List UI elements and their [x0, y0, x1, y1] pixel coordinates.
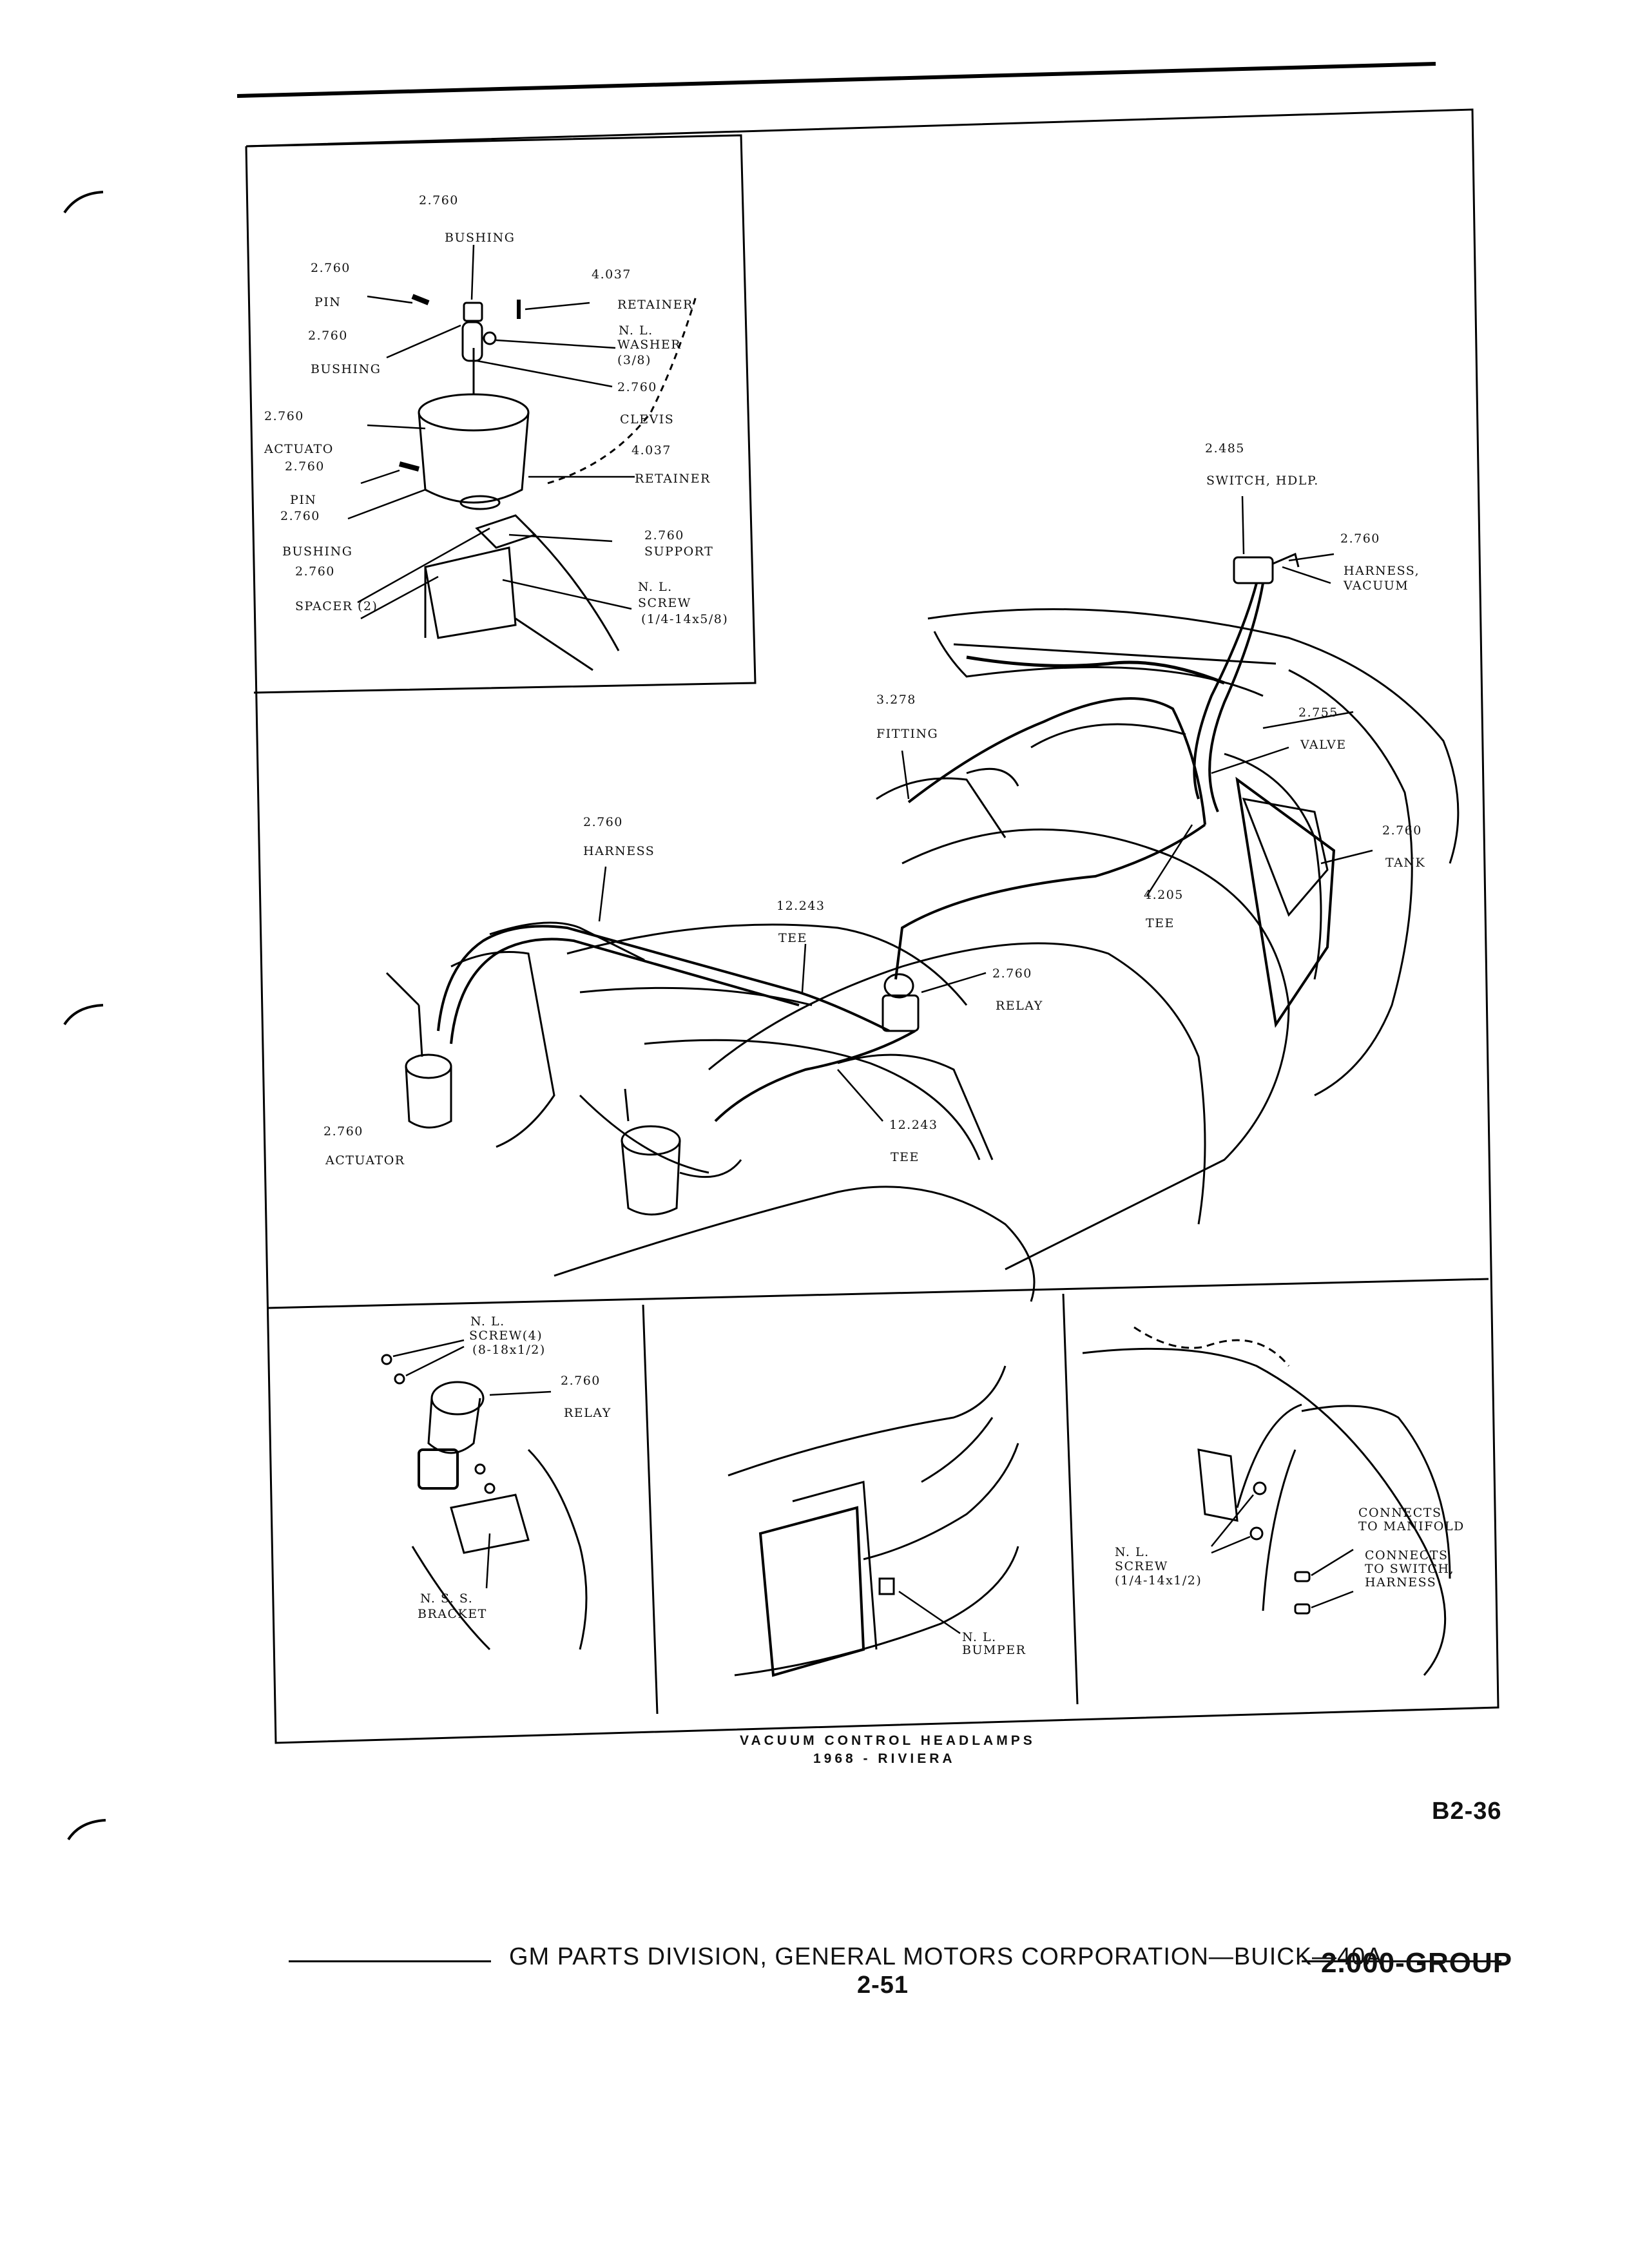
leader-lines: [347, 244, 635, 620]
part-callout-label: PIN: [290, 493, 317, 507]
part-callout-label: 3.278: [876, 693, 916, 707]
page-code: B2-36: [1432, 1798, 1502, 1825]
part-callout-label: VALVE: [1300, 738, 1347, 752]
part-callout-label: 2.760: [264, 409, 304, 423]
part-callout-label: (3/8): [617, 353, 651, 367]
part-callout-label: TEE: [891, 1150, 920, 1164]
footer-group: 2.000-GROUP: [1321, 1947, 1513, 1979]
leader-lines: [392, 1339, 552, 1589]
part-callout-label: ACTUATO: [264, 442, 334, 456]
headlamp-switch: [1233, 552, 1300, 584]
part-callout-label: TEE: [778, 931, 807, 945]
part-callout-label: 2.760: [617, 380, 657, 394]
headlamp-actuator: [621, 1088, 742, 1216]
part-callout-label: BRACKET: [418, 1607, 487, 1621]
tank-detail: [1082, 1326, 1451, 1676]
part-callout-label: 2.760: [583, 815, 623, 829]
part-callout-label: FITTING: [876, 727, 939, 741]
headlamp-bumper-detail: [728, 1365, 1019, 1677]
actuator-exploded-view: [398, 294, 697, 671]
part-callout-label: 2.760: [308, 329, 348, 343]
part-callout-label: 12.243: [889, 1118, 938, 1132]
footer-page-number: 2-51: [857, 1972, 909, 1999]
part-callout-label: HARNESS: [1365, 1575, 1437, 1590]
part-callout-label: CONNECTS: [1358, 1506, 1442, 1520]
vacuum-relay: [882, 973, 920, 1032]
part-callout-label: TO MANIFOLD: [1358, 1519, 1465, 1533]
part-callout-label: N. L.: [1115, 1545, 1150, 1559]
part-callout-label: VACUUM: [1344, 579, 1409, 593]
part-callout-label: 2.760: [561, 1374, 601, 1388]
part-callout-label: RELAY: [564, 1406, 612, 1420]
part-callout-label: SCREW: [1115, 1559, 1168, 1573]
part-callout-label: 2.760: [1382, 823, 1422, 838]
part-callout-label: BUSHING: [282, 544, 353, 559]
leader-lines: [1211, 1494, 1354, 1609]
part-callout-label: 2.755: [1298, 706, 1338, 720]
part-callout-label: WASHER: [617, 338, 682, 352]
part-callout-label: BUMPER: [962, 1643, 1027, 1657]
part-callout-label: SCREW(4): [469, 1329, 543, 1343]
part-callout-label: N. L.: [619, 323, 653, 338]
part-callout-label: N. L.: [470, 1314, 505, 1329]
part-callout-label: CLEVIS: [620, 412, 675, 427]
part-callout-label: 2.760: [280, 509, 320, 523]
vacuum-tank: [1242, 798, 1329, 917]
part-callout-label: TANK: [1385, 856, 1426, 870]
part-callout-label: RETAINER: [617, 298, 693, 312]
part-callout-label: 2.760: [992, 966, 1032, 981]
footer-publisher: GM PARTS DIVISION, GENERAL MOTORS CORPOR…: [509, 1943, 1383, 1970]
part-callout-label: HARNESS,: [1344, 564, 1420, 578]
part-callout-label: CONNECTS: [1365, 1548, 1449, 1562]
part-callout-label: BUSHING: [445, 231, 516, 245]
part-callout-label: ACTUATOR: [325, 1153, 405, 1168]
headlamp-actuator: [385, 972, 452, 1129]
figure-caption-line1: VACUUM CONTROL HEADLAMPS: [740, 1733, 1036, 1748]
part-callout-label: BUSHING: [311, 362, 381, 376]
part-callout-label: RELAY: [996, 999, 1043, 1013]
part-callout-label: (1/4-14x5/8): [641, 612, 729, 626]
part-callout-label: N. S. S.: [420, 1591, 474, 1606]
part-callout-label: 2.760: [311, 261, 351, 275]
part-callout-label: 4.037: [631, 443, 671, 457]
binder-hole-mark: [63, 191, 104, 214]
part-callout-label: SUPPORT: [644, 544, 714, 559]
part-callout-label: 12.243: [776, 899, 825, 913]
part-callout-label: TEE: [1146, 916, 1175, 930]
binder-hole-mark: [63, 1004, 104, 1026]
figure-caption-line2: 1968 - RIVIERA: [813, 1751, 956, 1766]
part-callout-label: (1/4-14x1/2): [1115, 1573, 1202, 1588]
part-callout-label: 2.485: [1205, 441, 1245, 456]
part-callout-label: 2.760: [419, 193, 459, 207]
part-callout-label: RETAINER: [635, 472, 711, 486]
part-callout-label: HARNESS: [583, 844, 655, 858]
part-callout-label: 2.760: [295, 564, 335, 579]
top-rule: [236, 62, 1436, 98]
leader-line: [898, 1590, 961, 1635]
part-callout-label: SWITCH, HDLP.: [1206, 474, 1319, 488]
relay-detail: [381, 1354, 588, 1651]
panel-frames: [245, 108, 1499, 1744]
part-callout-label: SCREW: [638, 596, 691, 610]
part-callout-label: TO SWITCH,: [1365, 1562, 1455, 1576]
part-callout-label: 2.760: [1340, 532, 1380, 546]
part-callout-label: 2.760: [323, 1124, 363, 1139]
part-callout-label: (8-18x1/2): [472, 1343, 546, 1357]
part-callout-label: 4.037: [592, 267, 631, 282]
part-callout-label: N. L.: [638, 580, 673, 594]
part-callout-label: SPACER (2): [295, 599, 378, 613]
car-front-end-drawing: [450, 608, 1460, 1302]
part-callout-label: N. L.: [962, 1630, 997, 1644]
part-callout-label: PIN: [314, 295, 342, 309]
part-callout-label: 4.205: [1144, 888, 1184, 902]
part-callout-label: 2.760: [644, 528, 684, 543]
leader-lines: [598, 495, 1373, 1122]
vacuum-hoses: [437, 582, 1264, 1122]
part-callout-label: 2.760: [285, 459, 325, 474]
binder-hole-mark: [67, 1819, 106, 1841]
